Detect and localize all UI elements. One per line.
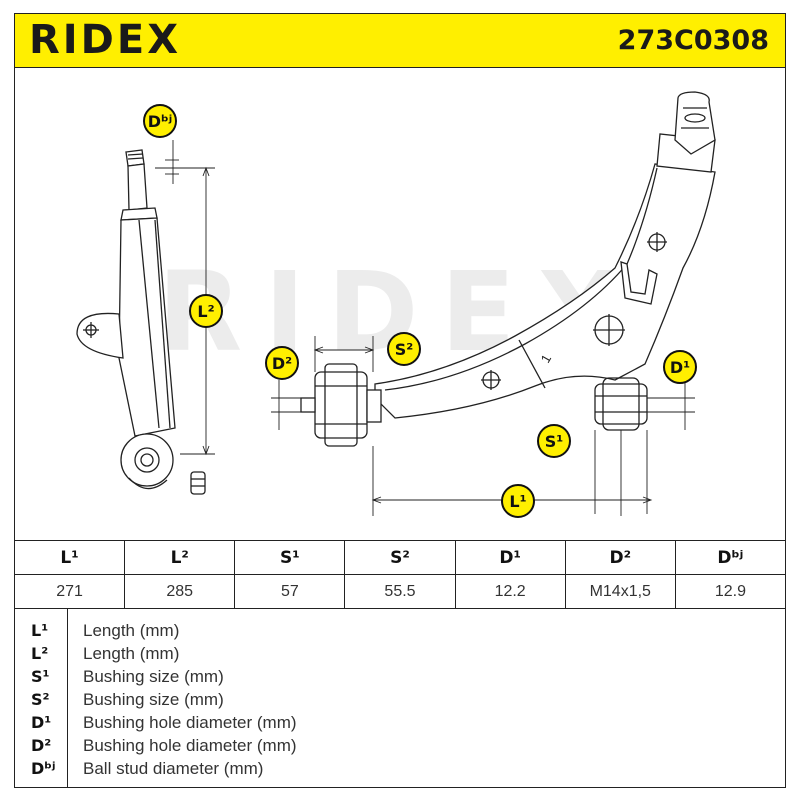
legend-code: Dᵇʲ xyxy=(31,759,56,778)
side-view-arm xyxy=(76,149,206,495)
legend-row: S² Bushing size (mm) xyxy=(15,690,785,712)
legend-code: S² xyxy=(31,690,50,709)
legend-row: D² Bushing hole diameter (mm) xyxy=(15,736,785,758)
value-dbj: 12.9 xyxy=(674,574,787,609)
legend-desc: Bushing hole diameter (mm) xyxy=(83,713,297,732)
badge-s2: S² xyxy=(387,332,421,366)
col-header-d2: D² xyxy=(564,540,676,575)
spec-header-row: L¹ L² S¹ S² D¹ D² Dᵇʲ xyxy=(13,540,787,575)
legend-row: D¹ Bushing hole diameter (mm) xyxy=(15,713,785,735)
front-view-arm xyxy=(300,91,716,447)
legend-panel: L¹ Length (mm) L² Length (mm) S¹ Bushing… xyxy=(14,608,786,788)
legend-code: L² xyxy=(31,644,49,663)
badge-d1: D¹ xyxy=(663,350,697,384)
legend-row: S¹ Bushing size (mm) xyxy=(15,667,785,689)
badge-dbj: Dᵇʲ xyxy=(143,104,177,138)
legend-desc: Length (mm) xyxy=(83,621,180,640)
spec-table: L¹ L² S¹ S² D¹ D² Dᵇʲ 271 285 57 55.5 12… xyxy=(13,540,787,609)
spec-value-row: 271 285 57 55.5 12.2 M14x1,5 12.9 xyxy=(13,574,787,609)
legend-row: Dᵇʲ Ball stud diameter (mm) xyxy=(15,759,785,781)
legend-code: D¹ xyxy=(31,713,52,732)
legend-desc: Bushing size (mm) xyxy=(83,690,224,709)
value-d1: 12.2 xyxy=(454,574,566,609)
col-header-d1: D¹ xyxy=(454,540,566,575)
value-s2: 55.5 xyxy=(344,574,456,609)
legend-desc: Ball stud diameter (mm) xyxy=(83,759,264,778)
part-number: 273C0308 xyxy=(617,25,769,56)
legend-code: L¹ xyxy=(31,621,49,640)
drawing-svg: RIDEX xyxy=(76,91,716,516)
col-header-l2: L² xyxy=(124,540,236,575)
legend-code: S¹ xyxy=(31,667,50,686)
value-s1: 57 xyxy=(234,574,346,609)
legend-desc: Bushing hole diameter (mm) xyxy=(83,736,297,755)
legend-divider xyxy=(67,609,68,787)
col-header-s1: S¹ xyxy=(234,540,346,575)
col-header-dbj: Dᵇʲ xyxy=(674,540,787,575)
technical-drawing: RIDEX xyxy=(14,68,786,540)
legend-desc: Bushing size (mm) xyxy=(83,667,224,686)
legend-row: L² Length (mm) xyxy=(15,644,785,666)
badge-l2: L² xyxy=(189,294,223,328)
legend-row: L¹ Length (mm) xyxy=(15,621,785,643)
badge-s1: S¹ xyxy=(537,424,571,458)
col-header-l1: L¹ xyxy=(13,540,126,575)
col-header-s2: S² xyxy=(344,540,456,575)
header-bar: RIDEX 273C0308 xyxy=(14,13,786,68)
legend-desc: Length (mm) xyxy=(83,644,180,663)
value-l1: 271 xyxy=(13,574,126,609)
brand-logo: RIDEX xyxy=(29,17,182,63)
legend-code: D² xyxy=(31,736,52,755)
value-l2: 285 xyxy=(124,574,236,609)
badge-d2: D² xyxy=(265,346,299,380)
value-d2: M14x1,5 xyxy=(564,574,676,609)
badge-l1: L¹ xyxy=(501,484,535,518)
